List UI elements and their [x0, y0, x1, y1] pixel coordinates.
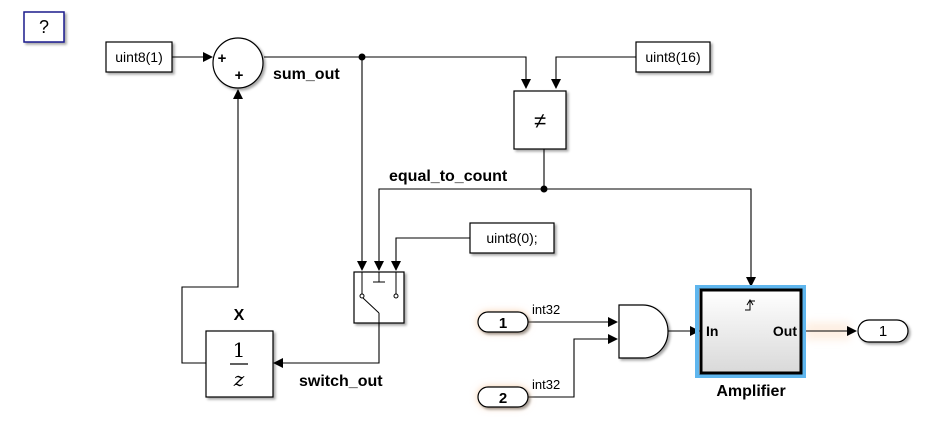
wire-switch-out[interactable] — [273, 323, 380, 368]
outport-number: 1 — [879, 323, 887, 340]
sum-sign-2: + — [235, 67, 244, 84]
inport-1[interactable]: 1 — [477, 311, 529, 333]
switch-block[interactable] — [353, 271, 405, 324]
constant-label: uint8(16) — [645, 49, 700, 65]
wires — [172, 52, 857, 398]
unit-delay-block[interactable]: 1 z — [205, 330, 274, 398]
branch-point-equal — [540, 185, 548, 193]
signal-label-switch-out: switch_out — [299, 373, 383, 390]
switch-icon — [359, 272, 399, 323]
delay-denominator: z — [233, 367, 245, 391]
wire-const16-to-compare[interactable] — [551, 56, 636, 89]
wire-const0-to-switch[interactable] — [391, 237, 470, 271]
and-gate-block[interactable] — [618, 304, 669, 359]
amplifier-out-port-label: Out — [773, 323, 797, 339]
amplifier-name: Amplifier — [716, 383, 785, 400]
inport-number: 2 — [499, 390, 507, 407]
delay-numerator: 1 — [233, 338, 246, 362]
inport1-datatype: int32 — [532, 302, 560, 317]
relational-operator-block[interactable]: ≠ — [513, 90, 567, 150]
wire-delay-to-sum[interactable] — [181, 89, 243, 364]
inport-2[interactable]: 2 — [477, 386, 529, 408]
signal-label-equal-to-count: equal_to_count — [389, 168, 508, 185]
not-equal-symbol: ≠ — [534, 108, 546, 133]
help-label: ? — [39, 17, 49, 37]
and-gate-icon — [618, 304, 669, 359]
signal-label-sum-out: sum_out — [273, 66, 340, 83]
help-button[interactable]: ? — [23, 11, 65, 43]
wire-sum-out-to-compare[interactable] — [264, 56, 531, 89]
constant-label: uint8(0); — [486, 230, 537, 246]
amplifier-subsystem-block[interactable]: In Out — [695, 285, 806, 378]
unit-delay-name: X — [234, 307, 245, 324]
wire-inport2-to-and[interactable] — [528, 334, 618, 398]
inport-number: 1 — [499, 315, 507, 332]
constant-block-uint8-16[interactable]: uint8(16) — [635, 41, 711, 73]
constant-block-uint8-0[interactable]: uint8(0); — [469, 222, 555, 254]
sum-block[interactable]: + + — [212, 37, 264, 89]
sum-sign-1: + — [218, 50, 227, 67]
rising-edge-trigger-icon — [745, 299, 755, 311]
selection-outline — [695, 285, 806, 378]
wire-equal-to-amplifier[interactable] — [544, 188, 756, 287]
constant-label: uint8(1) — [115, 49, 162, 65]
branch-point-sum-out — [358, 53, 366, 61]
wire-equal-to-switch[interactable] — [374, 188, 544, 271]
inport2-datatype: int32 — [532, 377, 560, 392]
outport-1[interactable]: 1 — [857, 319, 909, 343]
amplifier-in-port-label: In — [706, 323, 718, 339]
constant-block-uint8-1[interactable]: uint8(1) — [105, 41, 173, 73]
